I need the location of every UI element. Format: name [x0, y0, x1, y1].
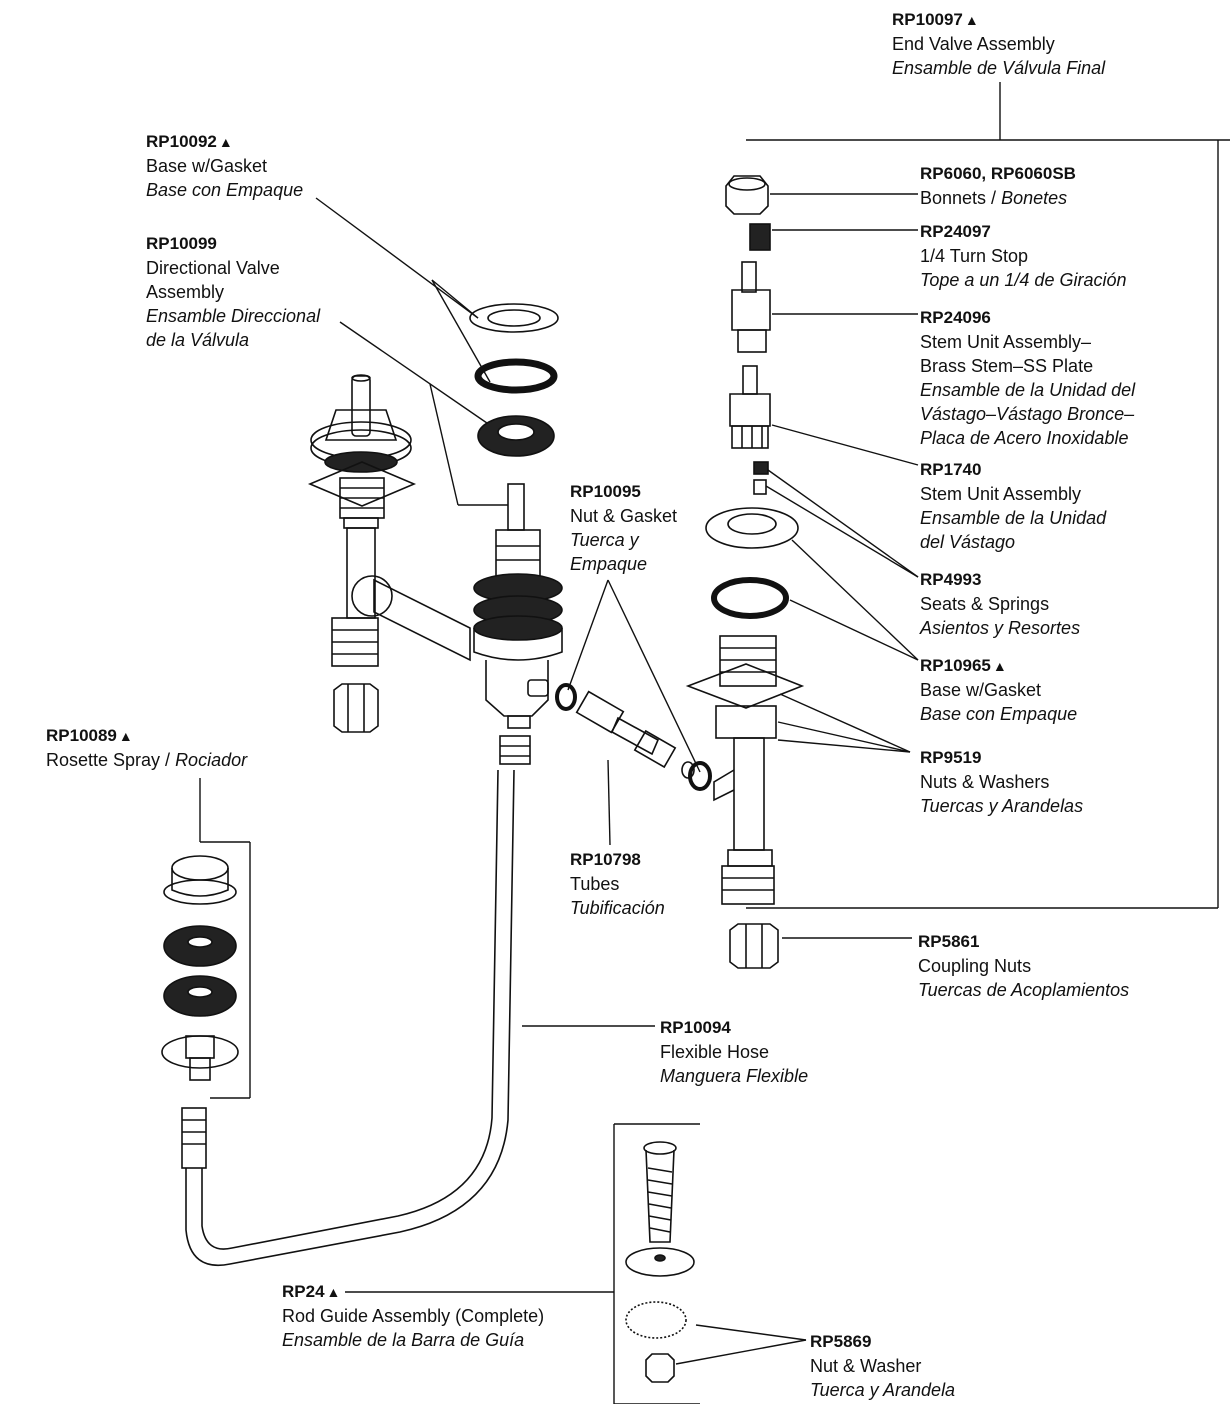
part-label-rp24096: RP24096 Stem Unit Assembly– Brass Stem–S… — [920, 308, 1136, 448]
part-label-rp10965: RP10965▲ Base w/Gasket Base con Empaque — [920, 656, 1078, 724]
part-label-rp10094: RP10094 Flexible Hose Manguera Flexible — [660, 1018, 809, 1086]
part-label-rp6060: RP6060, RP6060SB Bonnets / Bonetes — [920, 164, 1076, 208]
part-label-rp24: RP24▲ Rod Guide Assembly (Complete) Ensa… — [282, 1282, 545, 1350]
part-label-rp10092: RP10092▲ Base w/Gasket Base con Empaque — [146, 132, 304, 200]
hose-drawing — [185, 769, 515, 1266]
part-label-rp10089: RP10089▲ Rosette Spray / Rociador — [46, 726, 248, 770]
part-label-rp5861: RP5861 Coupling Nuts Tuercas de Acoplami… — [918, 932, 1130, 1000]
part-label-rp1740: RP1740 Stem Unit Assembly Ensamble de la… — [920, 460, 1107, 552]
part-label-rp5869: RP5869 Nut & Washer Tuerca y Arandela — [810, 1332, 956, 1400]
part-label-rp10097: RP10097▲ End Valve Assembly Ensamble de … — [892, 10, 1106, 78]
part-label-rp24097: RP24097 1/4 Turn Stop Tope a un 1/4 de G… — [920, 222, 1127, 290]
part-label-rp9519: RP9519 Nuts & Washers Tuercas y Arandela… — [920, 748, 1084, 816]
rod-guide-drawing — [625, 1141, 695, 1383]
part-label-rp10095: RP10095 Nut & Gasket Tuerca y Empaque — [570, 482, 678, 574]
directional-valve-drawing — [469, 303, 563, 765]
right-valve-drawing — [685, 175, 805, 969]
left-valve-drawing — [307, 374, 471, 733]
leader-lines — [199, 82, 1230, 1404]
part-label-rp10798: RP10798 Tubes Tubificación — [570, 850, 665, 918]
part-label-rp4993: RP4993 Seats & Springs Asientos y Resort… — [920, 570, 1081, 638]
part-label-rp10099: RP10099 Directional Valve Assembly Ensam… — [146, 234, 321, 350]
tube-drawing — [555, 683, 712, 791]
rosette-drawing — [161, 855, 239, 1169]
